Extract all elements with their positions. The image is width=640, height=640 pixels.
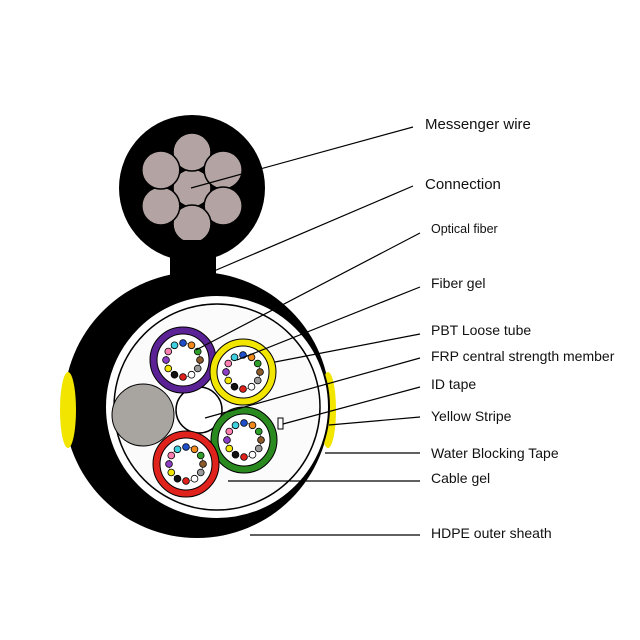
label-pbt-loose-tube: PBT Loose tube	[431, 322, 531, 338]
optical-fiber	[231, 450, 240, 459]
optical-fiber	[230, 382, 239, 391]
optical-fiber	[164, 364, 173, 373]
loose-tube-yellow	[209, 338, 277, 406]
optical-fiber	[193, 364, 202, 373]
messenger-strand	[141, 186, 181, 226]
optical-fiber	[225, 444, 234, 453]
optical-fiber	[182, 477, 190, 485]
optical-fiber	[170, 341, 179, 350]
leader-optical-fiber	[195, 232, 421, 351]
optical-fiber	[162, 356, 170, 364]
loose-tube-red	[152, 430, 220, 498]
optical-fiber	[164, 347, 173, 356]
loose-tube-purple	[149, 326, 217, 394]
messenger-strand	[141, 150, 181, 190]
leader-frp-member	[204, 357, 421, 419]
filler-rod	[111, 383, 175, 447]
optical-fiber	[179, 373, 187, 381]
optical-fiber	[247, 382, 256, 391]
optical-fiber	[230, 353, 239, 362]
id-tape	[277, 417, 284, 430]
label-fiber-gel: Fiber gel	[431, 275, 485, 291]
optical-fiber	[224, 359, 233, 368]
optical-fiber	[240, 419, 248, 427]
leader-id-tape	[282, 386, 421, 425]
leader-messenger-wire	[190, 126, 414, 189]
main-cable	[60, 272, 336, 538]
optical-fiber	[167, 468, 176, 477]
optical-fiber	[190, 474, 199, 483]
leader-lines	[190, 126, 421, 536]
label-optical-fiber: Optical fiber	[431, 222, 498, 236]
label-frp-member: FRP central strength member	[431, 348, 615, 364]
messenger-strand	[172, 132, 212, 172]
optical-fiber	[196, 356, 204, 364]
leader-fiber-gel	[236, 286, 421, 361]
loose-tubes	[149, 326, 278, 498]
optical-fiber	[225, 427, 234, 436]
fiber-gel	[216, 345, 270, 399]
label-cable-gel: Cable gel	[431, 470, 490, 486]
optical-fiber	[223, 436, 231, 444]
label-messenger-wire: Messenger wire	[425, 116, 531, 133]
label-id-tape: ID tape	[431, 376, 476, 392]
messenger-strand	[203, 186, 243, 226]
optical-fiber	[254, 444, 263, 453]
optical-fiber	[173, 474, 182, 483]
optical-fiber	[165, 460, 173, 468]
optical-fiber	[248, 421, 257, 430]
optical-fiber	[240, 453, 248, 461]
optical-fiber	[231, 421, 240, 430]
labels: Messenger wire Connection Optical fiber …	[425, 116, 615, 541]
optical-fiber	[222, 368, 230, 376]
optical-fiber	[253, 376, 262, 385]
optical-fiber	[170, 370, 179, 379]
optical-fiber	[187, 370, 196, 379]
yellow-stripe-left	[60, 372, 76, 448]
label-yellow-stripe: Yellow Stripe	[431, 408, 512, 424]
optical-fiber	[253, 359, 262, 368]
leader-connection	[213, 185, 414, 272]
optical-fiber	[248, 450, 257, 459]
label-water-blocking-tape: Water Blocking Tape	[431, 445, 559, 461]
optical-fiber	[199, 460, 207, 468]
optical-fiber	[239, 385, 247, 393]
optical-fiber	[167, 451, 176, 460]
optical-fiber	[256, 368, 264, 376]
leader-yellow-stripe	[328, 416, 421, 426]
optical-fiber	[173, 445, 182, 454]
fiber-gel	[159, 437, 213, 491]
optical-fiber	[224, 376, 233, 385]
fiber-gel	[156, 333, 210, 387]
optical-fiber	[187, 341, 196, 350]
label-hdpe-sheath: HDPE outer sheath	[431, 525, 552, 541]
optical-fiber	[179, 339, 187, 347]
fiber-gel	[217, 413, 271, 467]
optical-fiber	[190, 445, 199, 454]
optical-fiber	[182, 443, 190, 451]
messenger-strands	[141, 132, 243, 244]
optical-fiber	[196, 468, 205, 477]
optical-fiber	[196, 451, 205, 460]
leader-pbt-loose-tube	[274, 333, 421, 363]
label-connection: Connection	[425, 176, 501, 193]
optical-fiber	[254, 427, 263, 436]
optical-fiber	[257, 436, 265, 444]
loose-tube-green	[210, 406, 278, 474]
